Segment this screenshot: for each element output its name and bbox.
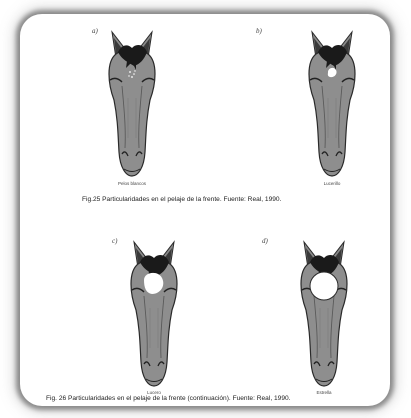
horse-head-image xyxy=(284,238,364,388)
figure-caption: Fig.25 Particularidades en el pelaje de … xyxy=(82,196,281,203)
horse-head-image xyxy=(114,238,194,388)
panel-label: Lucerillo xyxy=(302,181,362,186)
horse-head-image xyxy=(292,28,372,178)
panel-label: Estrella xyxy=(294,390,354,395)
panel-letter: a) xyxy=(92,27,98,35)
panel-c xyxy=(114,238,194,388)
panel-b xyxy=(292,28,372,178)
panel-label: Pelos blancos xyxy=(102,181,162,186)
panel-d xyxy=(284,238,364,388)
panel-letter: d) xyxy=(262,237,268,245)
panel-letter: c) xyxy=(112,237,117,245)
figure-caption: Fig. 26 Particularidades en el pelaje de… xyxy=(46,395,290,402)
figure-card: a) Pelos blancos b) Lucerillo Fig.25 Par… xyxy=(20,14,390,406)
panel-letter: b) xyxy=(256,27,262,35)
horse-head-image xyxy=(92,28,172,178)
panel-a xyxy=(92,28,172,178)
large-star-marking xyxy=(310,272,338,300)
